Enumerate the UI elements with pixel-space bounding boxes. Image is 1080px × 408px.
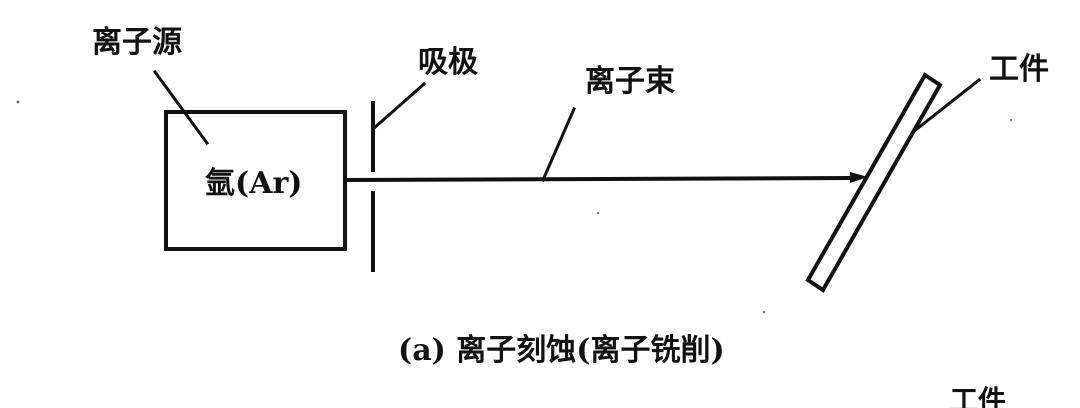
ion-source-label: 离子源 [92, 25, 182, 60]
electrode-leader-line [370, 81, 427, 132]
workpiece-plate [805, 72, 943, 293]
ion-beam-arrowhead [850, 172, 868, 183]
workpiece-label: 工件 [989, 52, 1049, 87]
scan-speckle [762, 310, 766, 314]
workpiece-leader-line [910, 77, 982, 135]
ion-beam-line [342, 175, 855, 183]
scan-speckle [16, 100, 20, 104]
workpiece-cut-label: 工件 [950, 384, 1006, 408]
argon-label: 氩(Ar) [205, 166, 302, 201]
ion-beam-leader-line [541, 107, 576, 182]
ion-beam-label: 离子束 [585, 64, 675, 99]
figure-caption: (a) 离子刻蚀(离子铣削) [398, 333, 725, 368]
extraction-electrode-label: 吸极 [418, 45, 478, 80]
scan-speckle [1009, 118, 1013, 122]
scan-speckle [596, 211, 600, 215]
ion-source-leader-line [152, 69, 210, 146]
